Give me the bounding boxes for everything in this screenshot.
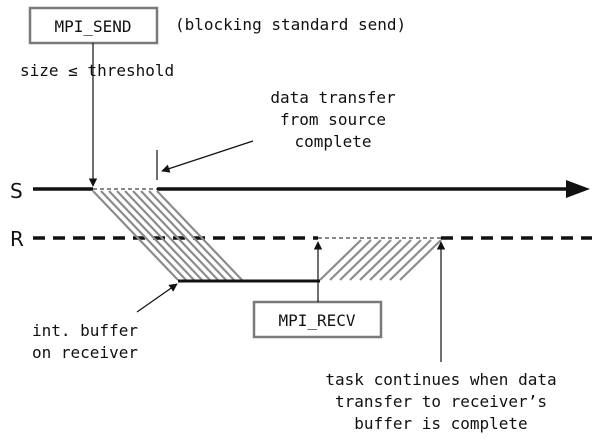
recv-transfer-hatch [319,239,442,281]
size-threshold-note: size ≤ threshold [20,61,174,80]
svg-text:data transfer: data transfer [270,88,396,107]
task-continues-note: task continues when data transfer to rec… [325,370,556,433]
mpi-recv-box: MPI_RECV [252,300,383,339]
sender-label: S [10,179,23,203]
mpi-send-box: MPI_SEND [28,6,159,45]
int-buffer-arrow [136,283,178,313]
svg-text:from source: from source [280,110,386,129]
svg-text:complete: complete [294,132,371,151]
svg-text:transfer to receiver’s: transfer to receiver’s [335,392,547,411]
sender-time-arrowhead [566,180,590,198]
int-buffer-note: int. buffer on receiver [32,321,138,362]
transfer-complete-arrow [161,140,254,173]
svg-text:task continues when data: task continues when data [325,370,556,389]
mpi-recv-label: MPI_RECV [278,311,355,330]
transfer-complete-note: data transfer from source complete [270,88,396,151]
sender-timeline [33,180,590,198]
blocking-send-note: (blocking standard send) [175,15,406,34]
svg-text:on receiver: on receiver [32,343,138,362]
receiver-label: R [10,227,24,251]
svg-text:int. buffer: int. buffer [32,321,138,340]
send-transfer-hatch [92,190,243,281]
mpi-send-label: MPI_SEND [54,17,131,36]
svg-text:buffer is complete: buffer is complete [354,414,527,433]
